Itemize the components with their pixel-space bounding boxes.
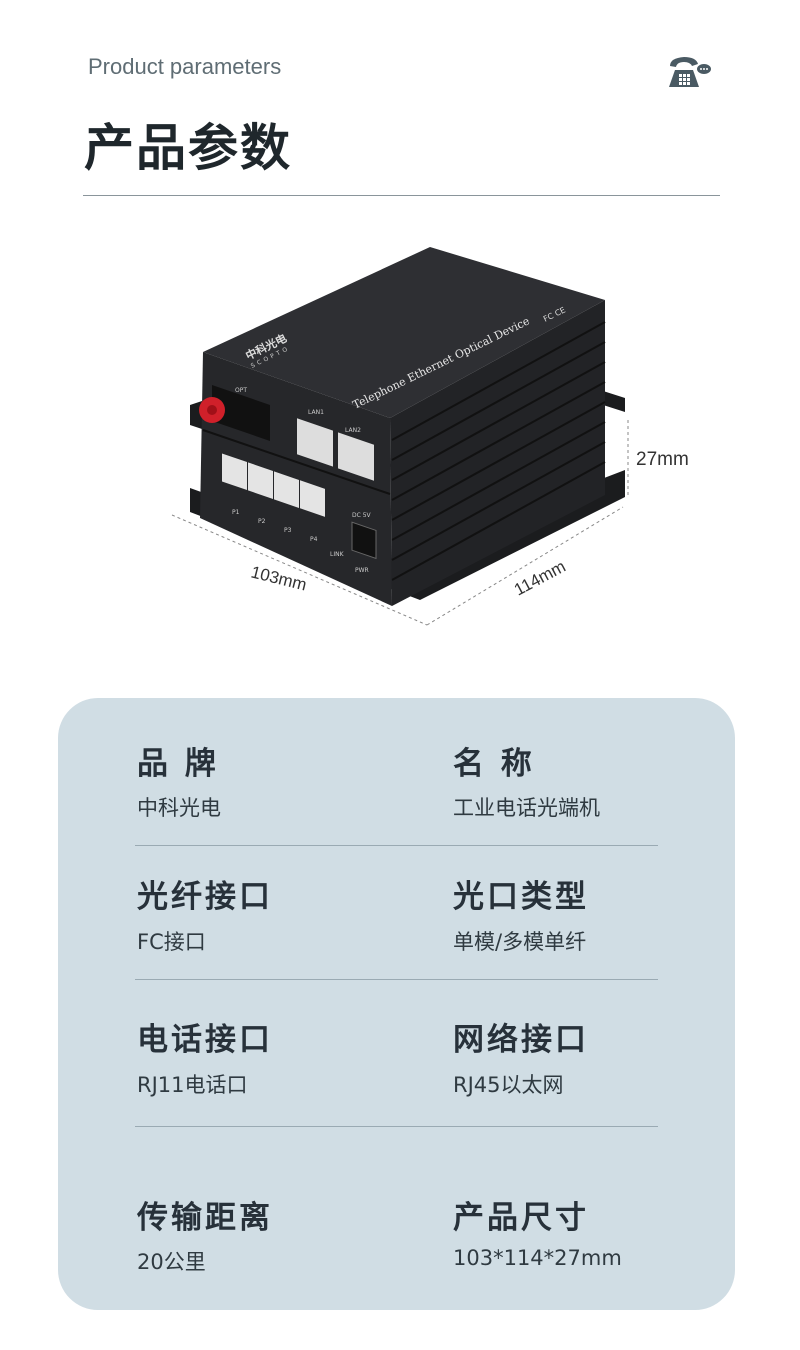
params-card: 品 牌 中科光电 名 称 工业电话光端机 光纤接口 FC接口 光口类型 单模/多… bbox=[58, 698, 735, 1310]
product-image: Telephone Ethernet Optical Device 中科光电 S… bbox=[171, 247, 689, 626]
param-value-network-interface: RJ45以太网 bbox=[453, 1073, 564, 1097]
param-value-name: 工业电话光端机 bbox=[453, 796, 600, 820]
side-fins bbox=[390, 300, 605, 606]
param-label-network-interface: 网络接口 bbox=[453, 1022, 589, 1058]
opt-label: OPT bbox=[235, 387, 247, 394]
param-label-phone-interface: 电话接口 bbox=[137, 1022, 273, 1058]
dimension-depth: 114mm bbox=[511, 557, 569, 600]
port-p1-label: P1 bbox=[232, 509, 240, 516]
dimension-width: 103mm bbox=[249, 562, 309, 594]
param-label-distance: 传输距离 bbox=[137, 1200, 273, 1236]
param-value-distance: 20公里 bbox=[137, 1250, 206, 1274]
port-p3-label: P3 bbox=[284, 527, 292, 534]
port-p2-label: P2 bbox=[258, 518, 266, 525]
lan1-label: LAN1 bbox=[308, 409, 324, 416]
param-label-fiber-interface: 光纤接口 bbox=[137, 879, 273, 915]
lan2-label: LAN2 bbox=[345, 427, 361, 434]
dc-label: DC 5V bbox=[352, 512, 372, 519]
param-value-optical-type: 单模/多模单纤 bbox=[453, 930, 587, 954]
port-p4-label: P4 bbox=[310, 536, 318, 543]
param-value-phone-interface: RJ11电话口 bbox=[137, 1073, 248, 1097]
param-label-optical-type: 光口类型 bbox=[453, 879, 589, 915]
link-label: LINK bbox=[330, 551, 345, 558]
pwr-label: PWR bbox=[355, 567, 369, 574]
row-divider bbox=[135, 845, 658, 846]
row-divider bbox=[135, 1126, 658, 1127]
row-divider bbox=[135, 979, 658, 980]
dimension-height: 27mm bbox=[636, 449, 689, 470]
param-value-brand: 中科光电 bbox=[137, 796, 221, 820]
top-face bbox=[203, 247, 605, 418]
param-label-name: 名 称 bbox=[453, 746, 535, 782]
page-subtitle: Product parameters bbox=[88, 54, 282, 79]
telephone-icon bbox=[669, 57, 711, 87]
param-label-size: 产品尺寸 bbox=[453, 1200, 589, 1236]
param-value-fiber-interface: FC接口 bbox=[137, 930, 206, 954]
param-label-brand: 品 牌 bbox=[137, 746, 219, 782]
param-value-size: 103*114*27mm bbox=[453, 1246, 622, 1270]
header-divider bbox=[83, 195, 720, 196]
page-title: 产品参数 bbox=[84, 119, 292, 177]
